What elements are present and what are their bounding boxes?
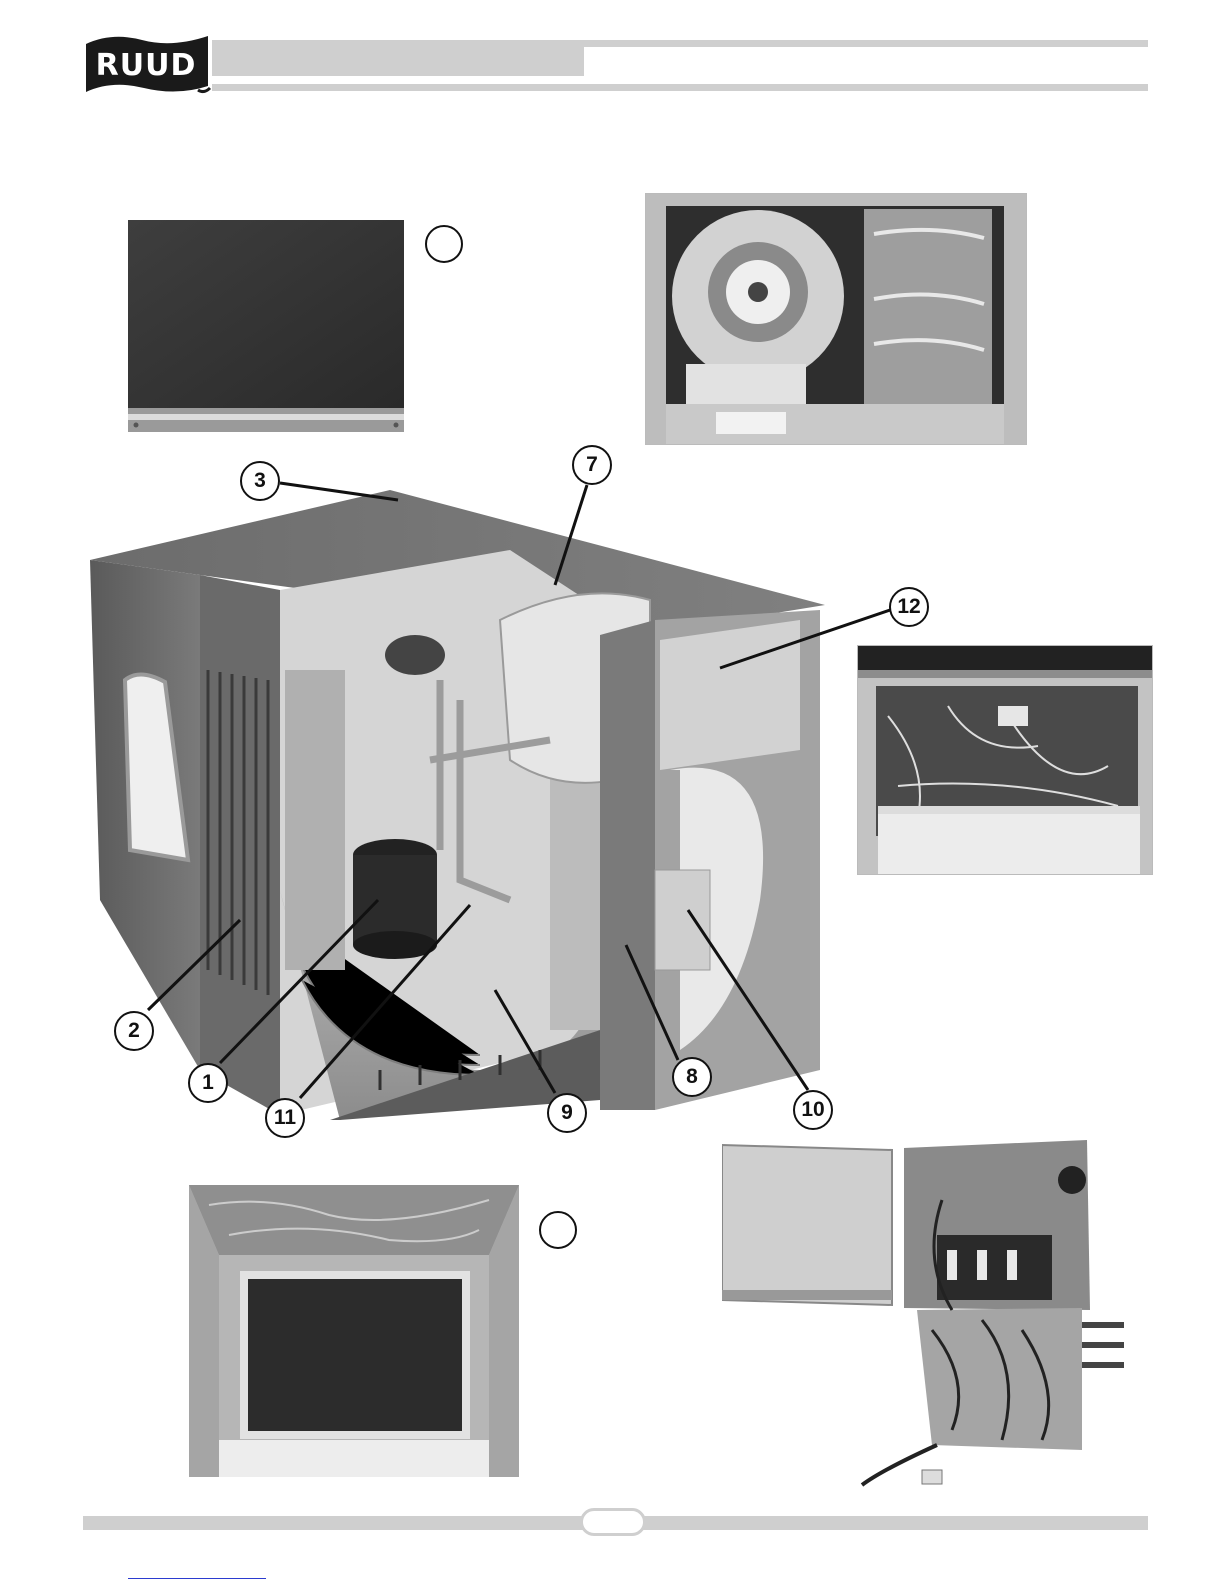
callout-7: 7 — [572, 445, 612, 485]
callout-10: 10 — [793, 1090, 833, 1130]
control-box-photo — [857, 645, 1153, 875]
callout-1: 1 — [188, 1063, 228, 1103]
callout-3: 3 — [240, 461, 280, 501]
callout-8: 8 — [672, 1057, 712, 1097]
callout-empty-bottom — [539, 1211, 577, 1249]
heater-kit-photo — [722, 1140, 1127, 1495]
callout-11: 11 — [265, 1098, 305, 1138]
page-number-tab — [580, 1508, 646, 1536]
callout-12: 12 — [889, 587, 929, 627]
filter-photo — [189, 1185, 519, 1477]
link-underline[interactable] — [128, 1578, 266, 1579]
callout-2: 2 — [114, 1011, 154, 1051]
callout-9: 9 — [547, 1093, 587, 1133]
